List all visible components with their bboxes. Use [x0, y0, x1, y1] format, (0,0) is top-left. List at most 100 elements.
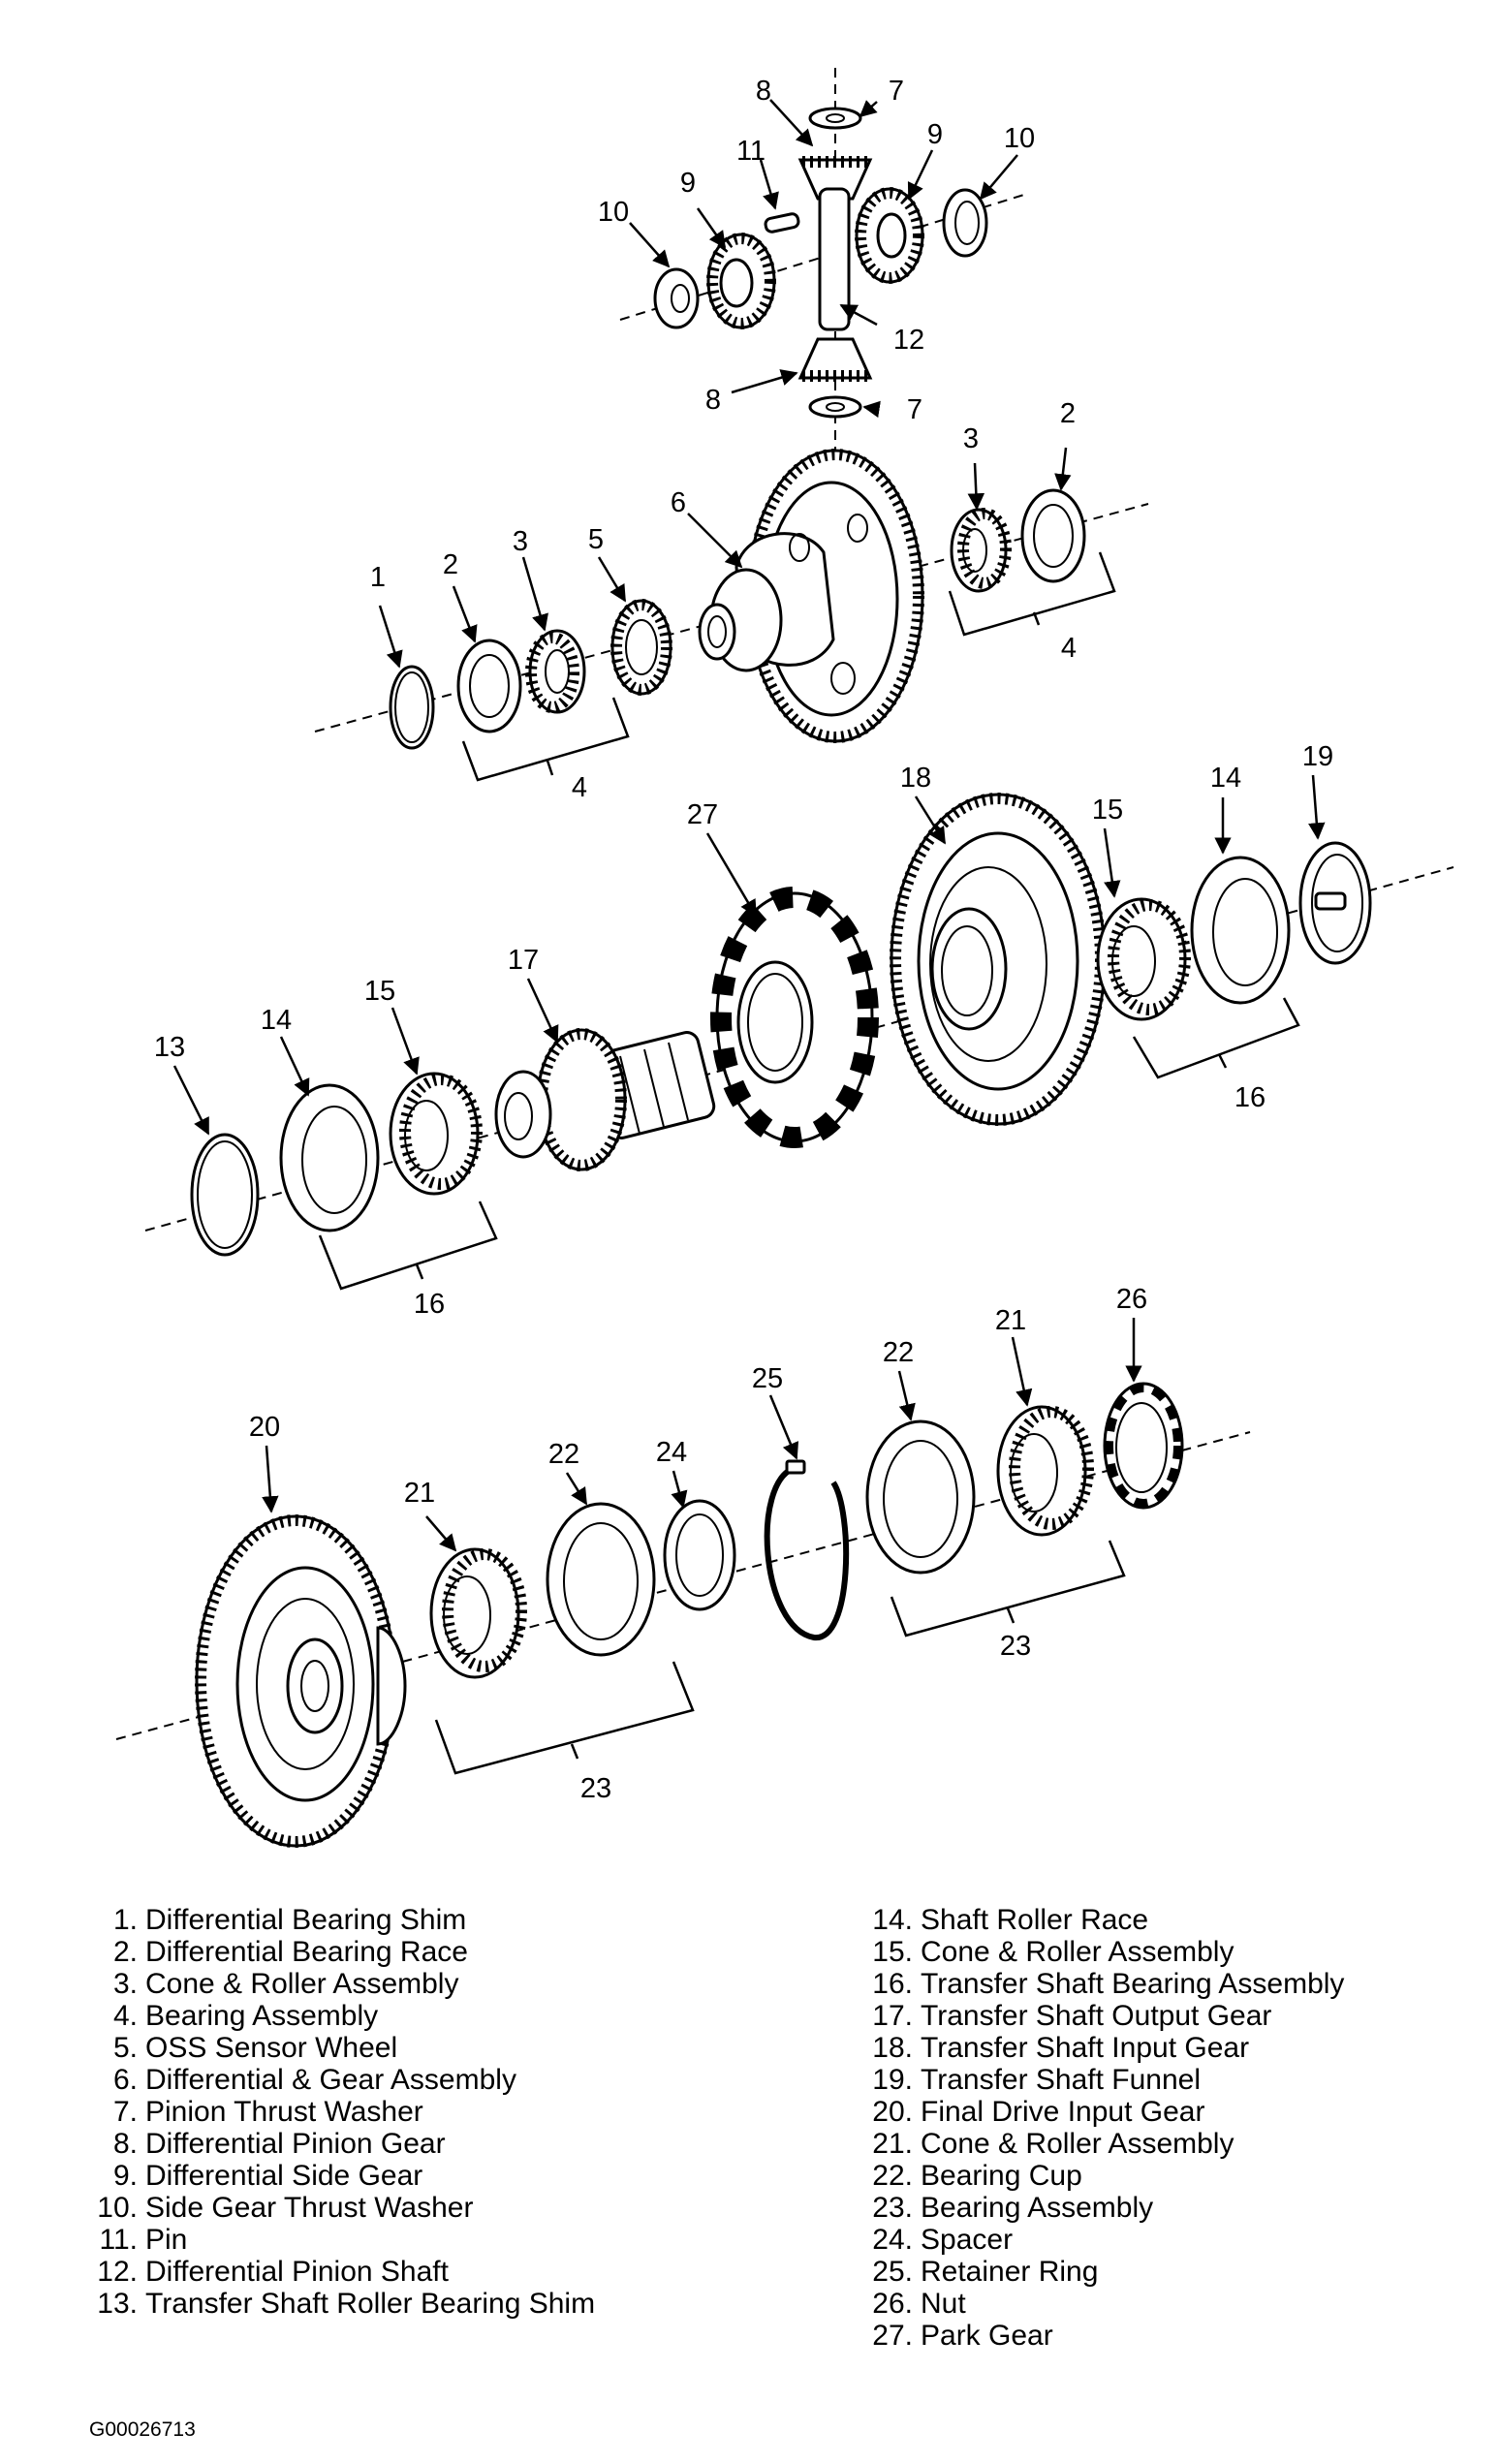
legend-number: 21.: [872, 2128, 913, 2160]
leader-18: [914, 795, 947, 845]
legend-number: 1.: [112, 1904, 138, 1936]
leader-27: [705, 832, 758, 918]
nut-bore: [1115, 1402, 1168, 1493]
legend-label: Differential Bearing Race: [145, 1936, 468, 1968]
ring-gap-tab: [785, 1459, 806, 1475]
leader-14-left: [279, 1036, 310, 1097]
bearing-bore: [1111, 925, 1156, 997]
differential-bearing-shim: [389, 665, 435, 750]
legend-label: Differential Pinion Gear: [145, 2128, 446, 2160]
legend-item: 19.Transfer Shaft Funnel: [853, 2064, 1344, 2096]
legend-label: Differential Bearing Shim: [145, 1904, 467, 1936]
leader-10-left: [629, 222, 671, 268]
legend-number: 17.: [872, 2000, 913, 2032]
legend-label: Retainer Ring: [921, 2256, 1099, 2288]
legend-label: Transfer Shaft Roller Bearing Shim: [145, 2288, 596, 2320]
legend-number: 9.: [112, 2160, 138, 2192]
leader-15-right: [1103, 827, 1121, 898]
legend-item: 14.Shaft Roller Race: [853, 1904, 1344, 1936]
callout-14: 14: [1210, 763, 1241, 794]
parts-legend: 1.Differential Bearing Shim 2.Differenti…: [0, 1904, 1500, 2408]
legend-number: 20.: [872, 2096, 913, 2128]
callout-4: 4: [1061, 633, 1077, 664]
legend-label: Cone & Roller Assembly: [921, 2128, 1234, 2160]
legend-item: 21.Cone & Roller Assembly: [853, 2128, 1344, 2160]
cone-and-roller-assembly-shaft-left: [389, 1072, 480, 1196]
shim-bore: [394, 671, 429, 743]
legend-label: Nut: [921, 2288, 966, 2320]
exploded-parts-diagram: 7 8 11 9 10 10 9 12 8 7 3 2 4 6 5 3 2 1 …: [115, 68, 1454, 1848]
callout-6: 6: [671, 487, 686, 518]
legend-number: 7.: [112, 2096, 138, 2128]
legend-label: Differential Side Gear: [145, 2160, 423, 2192]
side-gear-thrust-washer-left: [653, 267, 700, 329]
legend-item: 6.Differential & Gear Assembly: [78, 2064, 595, 2096]
legend-number: 13.: [97, 2288, 138, 2320]
pinion-thrust-washer-top: [808, 107, 862, 130]
differential-pinion-gear-top: [797, 158, 873, 201]
gear-hub: [719, 258, 754, 308]
callout-17: 17: [508, 945, 539, 976]
leader-10-right: [979, 154, 1018, 201]
legend-item: 20.Final Drive Input Gear: [853, 2096, 1344, 2128]
legend-number: 5.: [112, 2032, 138, 2064]
callout-2: 2: [1060, 398, 1076, 429]
leader-7-bottom: [862, 400, 881, 419]
bearing-bore: [962, 528, 987, 573]
callout-22: 22: [883, 1337, 914, 1368]
callout-18: 18: [900, 763, 931, 794]
legend-item: 16.Transfer Shaft Bearing Assembly: [853, 1968, 1344, 2000]
race-bore: [301, 1106, 367, 1214]
bracket-23-left: [434, 1661, 695, 1775]
legend-label: Transfer Shaft Output Gear: [921, 2000, 1272, 2032]
callout-19: 19: [1302, 741, 1333, 772]
legend-number: 11.: [99, 2224, 138, 2256]
leader-25: [768, 1394, 799, 1460]
leader-17: [526, 978, 559, 1044]
legend-number: 19.: [872, 2064, 913, 2096]
callout-21: 21: [404, 1478, 435, 1509]
sensor-teeth: [610, 599, 672, 696]
callout-3: 3: [963, 423, 979, 454]
race-bore: [469, 654, 510, 718]
leader-3-right: [967, 462, 985, 511]
cone-and-roller-assembly-shaft-right: [1096, 897, 1187, 1021]
callout-27: 27: [687, 799, 718, 830]
rollers: [399, 1074, 483, 1190]
legend-item: 12.Differential Pinion Shaft: [78, 2256, 595, 2288]
callout-23: 23: [1000, 1631, 1031, 1662]
legend-label: Park Gear: [921, 2320, 1053, 2352]
differential-group: 7 8 11 9 10 10 9 12 8 7 3 2 4 6 5 3 2 1 …: [314, 68, 1149, 803]
leader-2-right: [1054, 447, 1072, 491]
legend-label: Bearing Assembly: [921, 2192, 1154, 2224]
leader-19: [1308, 774, 1326, 840]
transfer-shaft-group: 18 27 15 14 19 17 15 14 13 16 16: [144, 741, 1454, 1320]
differential-pinion-shaft: [818, 187, 851, 331]
leader-9-right: [907, 149, 934, 201]
leader-11: [759, 159, 779, 210]
legend-number: 3.: [112, 1968, 138, 2000]
shaft-roller-race-left: [279, 1083, 380, 1232]
transfer-shaft-input-gear: [890, 793, 1107, 1126]
callout-24: 24: [656, 1437, 687, 1468]
gear-hub: [876, 212, 907, 259]
callout-1: 1: [370, 562, 386, 593]
rollers: [525, 632, 579, 713]
legend-label: Pin: [145, 2224, 188, 2256]
leader-15-left: [391, 1007, 420, 1076]
callout-10: 10: [598, 197, 629, 228]
callout-12: 12: [893, 325, 924, 356]
legend-number: 8.: [112, 2128, 138, 2160]
legend-item: 7.Pinion Thrust Washer: [78, 2096, 595, 2128]
funnel-rim: [1311, 854, 1363, 952]
legend-label: Pinion Thrust Washer: [145, 2096, 423, 2128]
legend-item: 22.Bearing Cup: [853, 2160, 1344, 2192]
legend-label: OSS Sensor Wheel: [145, 2032, 398, 2064]
leader-21-left: [425, 1515, 457, 1552]
washer-hole: [954, 201, 980, 245]
transfer-shaft-roller-bearing-shim: [190, 1133, 260, 1257]
legend-column-left: 1.Differential Bearing Shim 2.Differenti…: [78, 1904, 595, 2320]
callout-14: 14: [261, 1005, 292, 1036]
legend-item: 26.Nut: [853, 2288, 1344, 2320]
legend-label: Side Gear Thrust Washer: [145, 2192, 474, 2224]
